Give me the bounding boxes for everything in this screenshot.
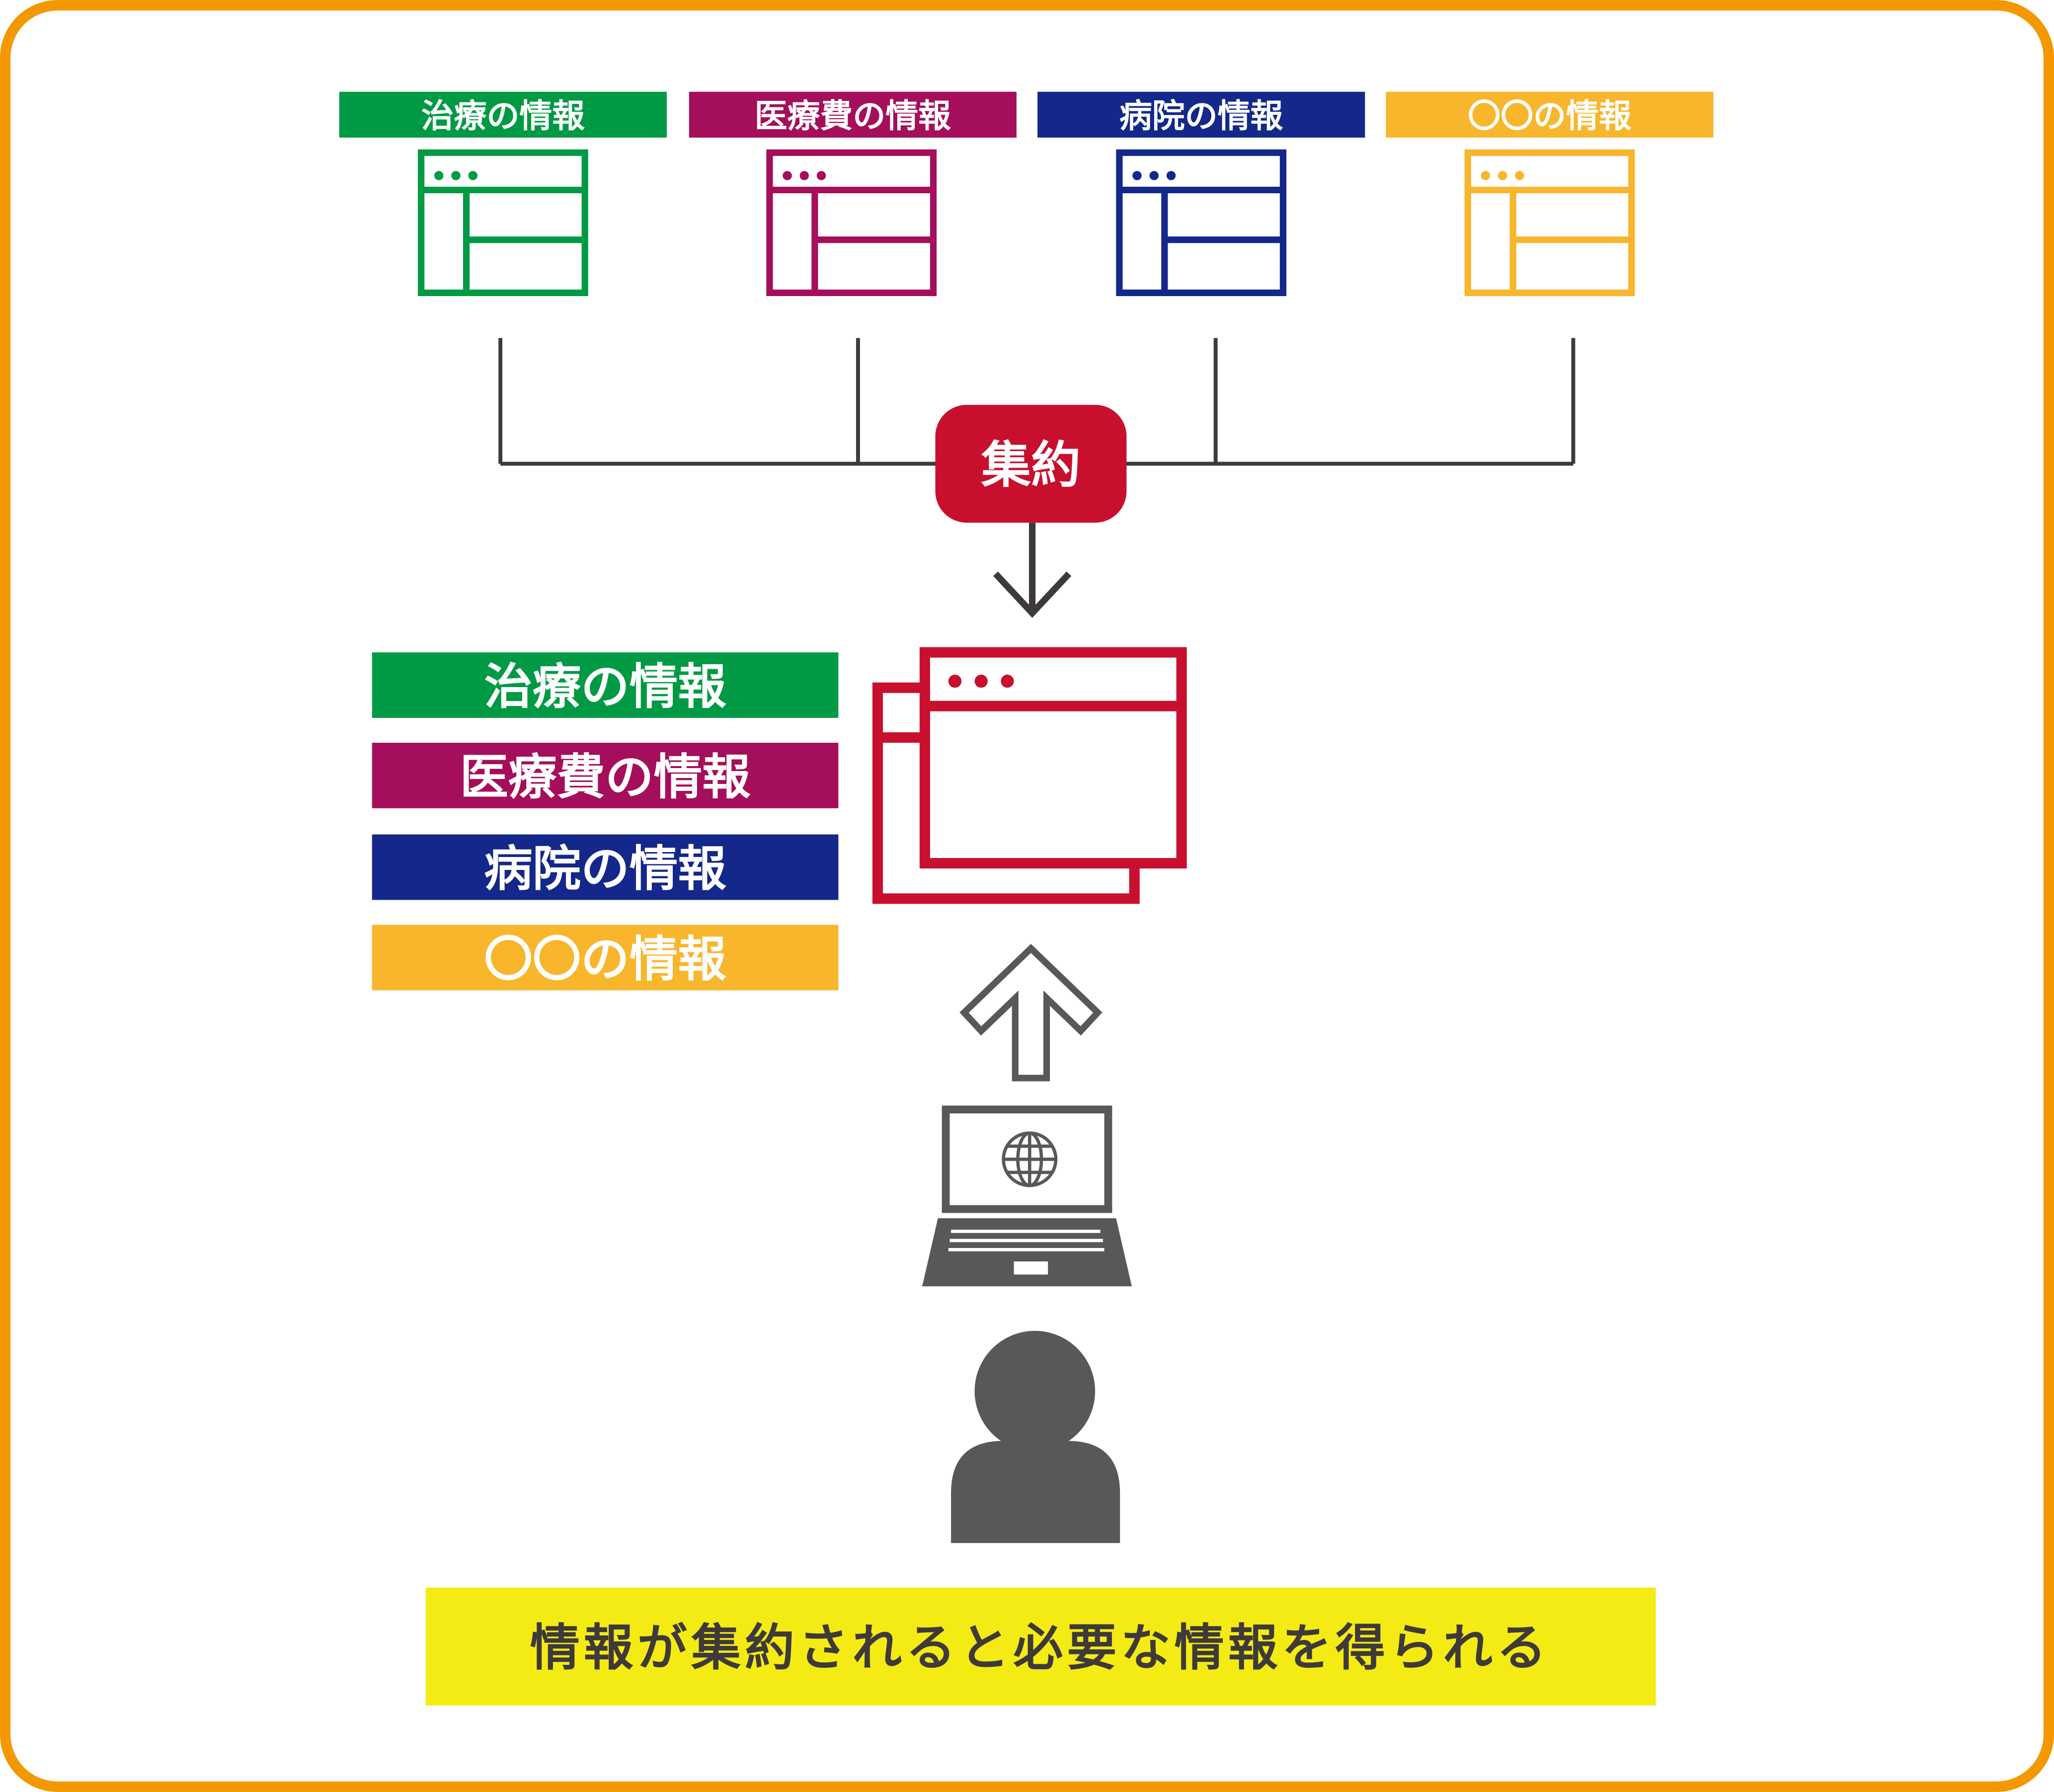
arrow-up-icon — [959, 943, 1103, 1082]
aggregated-item: 治療の情報 — [484, 659, 726, 715]
globe-icon — [1002, 1131, 1058, 1187]
source-label: 医療費の情報 — [755, 97, 951, 135]
source-label: 治療の情報 — [421, 97, 585, 135]
source-label-bg — [689, 91, 1017, 138]
aggregated-item: 医療費の情報 — [460, 749, 751, 806]
aggregated-item: 病院の情報 — [484, 841, 726, 897]
aggregate-badge: 集約 — [935, 404, 1127, 523]
aggregate-label: 集約 — [981, 436, 1081, 494]
source-medical-cost: 医療費の情報 — [689, 91, 1017, 293]
arrow-down-icon — [993, 523, 1072, 618]
caption-box: 情報が集約されると必要な情報を得られる — [425, 1587, 1656, 1706]
source-label-bg — [1037, 91, 1365, 138]
caption-text: 情報が集約されると必要な情報を得られる — [530, 1619, 1551, 1677]
source-treatment: 治療の情報 — [339, 91, 667, 293]
source-other: 〇〇の情報 — [1386, 91, 1714, 293]
aggregated-item: 〇〇の情報 — [484, 931, 726, 988]
source-label: 〇〇の情報 — [1468, 97, 1632, 135]
laptop-icon — [922, 1105, 1132, 1287]
aggregated-windows-icon — [872, 647, 1187, 904]
user-icon — [951, 1330, 1120, 1543]
source-label: 病院の情報 — [1119, 97, 1283, 135]
source-label-bg — [1386, 91, 1714, 138]
source-label-bg — [339, 91, 667, 138]
aggregated-list: 治療の情報 医療費の情報 病院の情報 〇〇の情報 — [372, 652, 839, 991]
source-hospital: 病院の情報 — [1037, 91, 1365, 293]
